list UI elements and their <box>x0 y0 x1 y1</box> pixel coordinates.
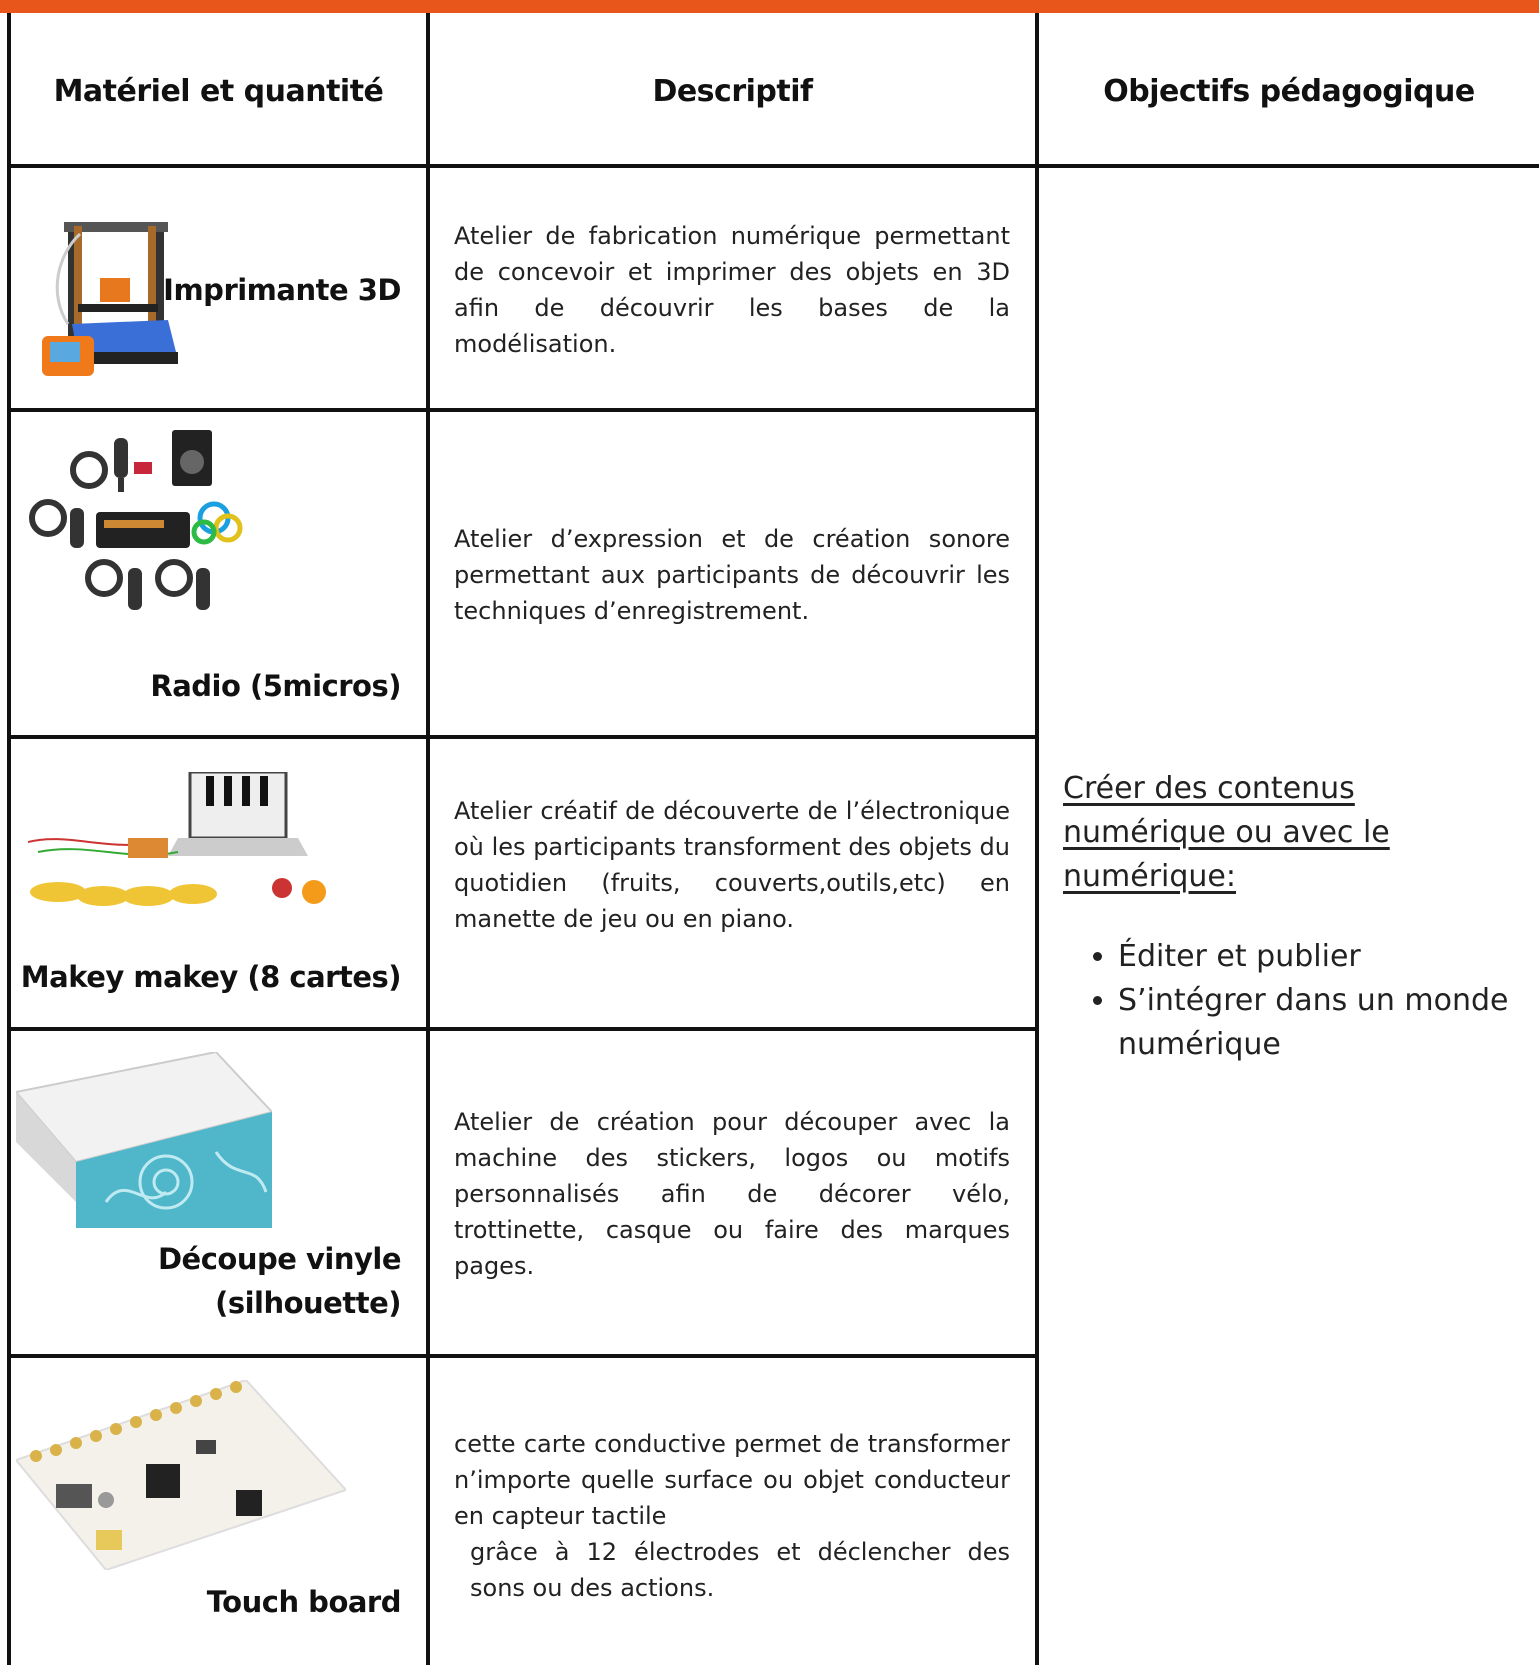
description-vinyl-cutter: Atelier de création pour découper avec l… <box>454 1108 1010 1280</box>
touch-board-photo <box>16 1380 346 1570</box>
row-divider-2 <box>7 735 1039 739</box>
description-radio: Atelier d’expression et de création sono… <box>454 525 1010 625</box>
row-divider-3 <box>7 1027 1039 1031</box>
top-accent-bar <box>0 0 1539 13</box>
description-touch-board: cette carte conductive permet de transfo… <box>454 1426 1010 1606</box>
material-3d-printer: Imprimante 3D <box>163 273 401 307</box>
material-makey-makey: Makey makey (8 cartes) <box>20 960 402 994</box>
description-touch-board-line1: cette carte conductive permet de transfo… <box>454 1430 1010 1530</box>
header-bottom-border <box>7 164 1539 168</box>
material-vinyl-cutter-line1: Découpe vinyle <box>157 1242 402 1276</box>
material-vinyl-cutter-line2: (silhouette) <box>215 1286 401 1320</box>
material-touch-board: Touch board <box>206 1585 402 1619</box>
description-3d-printer: Atelier de fabrication numérique permett… <box>454 222 1010 358</box>
header-description: Descriptif <box>652 73 813 109</box>
row-divider-1 <box>7 408 1039 412</box>
table-border-left <box>7 13 11 1665</box>
objective-item: S’intégrer dans un monde numérique <box>1118 979 1523 1067</box>
3d-printer-photo <box>42 222 178 376</box>
description-touch-board-line2: grâce à 12 électrodes et déclencher des … <box>470 1538 1010 1602</box>
objectives-cell: Créer des contenus numérique ou avec le … <box>1063 767 1523 1067</box>
material-radio: Radio (5micros) <box>150 669 401 703</box>
row-divider-4 <box>7 1354 1039 1358</box>
radio-kit-photo <box>29 430 243 610</box>
header-objectives: Objectifs pédagogique <box>1103 73 1475 109</box>
column-divider-1 <box>426 13 430 1665</box>
vinyl-cutter-photo <box>16 1052 272 1228</box>
description-makey-makey: Atelier créatif de découverte de l’élect… <box>454 797 1010 933</box>
header-material: Matériel et quantité <box>53 73 384 109</box>
objectives-list: Éditer et publier S’intégrer dans un mon… <box>1063 935 1523 1067</box>
objective-item: Éditer et publier <box>1118 935 1523 979</box>
makey-makey-photo <box>28 772 326 906</box>
column-divider-2 <box>1035 13 1039 1665</box>
objectives-title: Créer des contenus numérique ou avec le … <box>1063 771 1390 894</box>
